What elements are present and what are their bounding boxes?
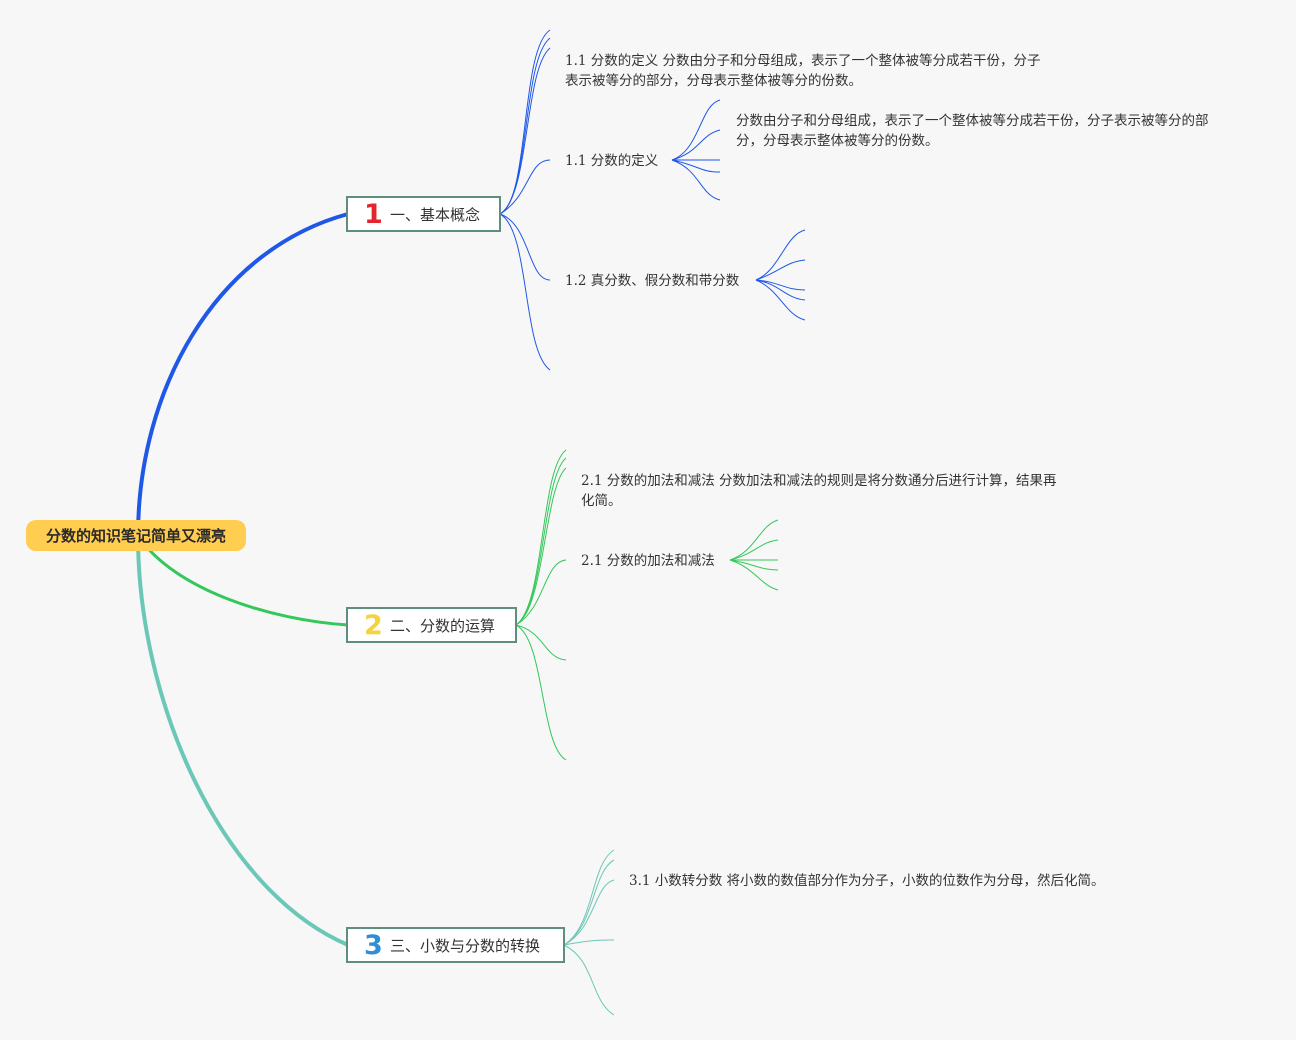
leaf-text-line: 化简。 xyxy=(581,493,622,509)
leaf-text-line: 表示被等分的部分，分母表示整体被等分的份数。 xyxy=(565,73,862,89)
connector-root-branch-2 xyxy=(136,535,349,627)
branch-node-operations[interactable]: 2 二、分数的运算 xyxy=(346,607,517,643)
number-two-icon: 2 xyxy=(364,609,383,641)
leaf-label: 1.1 分数的定义 xyxy=(565,153,659,169)
branch-node-basic-concepts[interactable]: 1 一、基本概念 xyxy=(346,196,501,232)
leaf-text-line: 分，分母表示整体被等分的份数。 xyxy=(736,133,939,149)
branch-node-decimal-conversion[interactable]: 3 三、小数与分数的转换 xyxy=(346,927,565,963)
leaf-text-line: 2.1 分数的加法和减法 分数加法和减法的规则是将分数通分后进行计算，结果再 xyxy=(581,473,1057,489)
leaf-text-line: 分数由分子和分母组成，表示了一个整体被等分成若干份，分子表示被等分的部 xyxy=(736,113,1209,129)
leaf-item[interactable]: 1.2 真分数、假分数和带分数 xyxy=(565,271,739,291)
leaf-item[interactable]: 1.1 分数的定义 xyxy=(565,151,658,171)
branch-title: 三、小数与分数的转换 xyxy=(390,936,541,955)
leaf-label: 2.1 分数的加法和减法 xyxy=(581,553,715,569)
root-node[interactable]: 分数的知识笔记简单又漂亮 xyxy=(26,520,246,551)
root-label: 分数的知识笔记简单又漂亮 xyxy=(45,527,226,545)
branch-title: 一、基本概念 xyxy=(390,205,481,224)
leaf-detail[interactable]: 分数由分子和分母组成，表示了一个整体被等分成若干份，分子表示被等分的部 分，分母… xyxy=(736,111,1209,151)
branch-title: 二、分数的运算 xyxy=(390,616,496,635)
number-one-icon: 1 xyxy=(364,198,383,230)
number-three-icon: 3 xyxy=(364,929,383,961)
leaf-label: 1.2 真分数、假分数和带分数 xyxy=(565,273,740,289)
leaf-label: 3.1 小数转分数 将小数的数值部分作为分子，小数的位数作为分母，然后化简。 xyxy=(629,873,1105,889)
connector-root-branch-1 xyxy=(136,212,349,537)
connector-root-branch-3 xyxy=(136,535,349,947)
leaf-item[interactable]: 2.1 分数的加法和减法 分数加法和减法的规则是将分数通分后进行计算，结果再 化… xyxy=(581,471,1057,511)
leaf-item[interactable]: 2.1 分数的加法和减法 xyxy=(581,551,715,571)
leaf-text-line: 1.1 分数的定义 分数由分子和分母组成，表示了一个整体被等分成若干份，分子 xyxy=(565,53,1041,69)
leaf-item[interactable]: 1.1 分数的定义 分数由分子和分母组成，表示了一个整体被等分成若干份，分子 表… xyxy=(565,51,1041,91)
leaf-item[interactable]: 3.1 小数转分数 将小数的数值部分作为分子，小数的位数作为分母，然后化简。 xyxy=(629,871,1105,891)
